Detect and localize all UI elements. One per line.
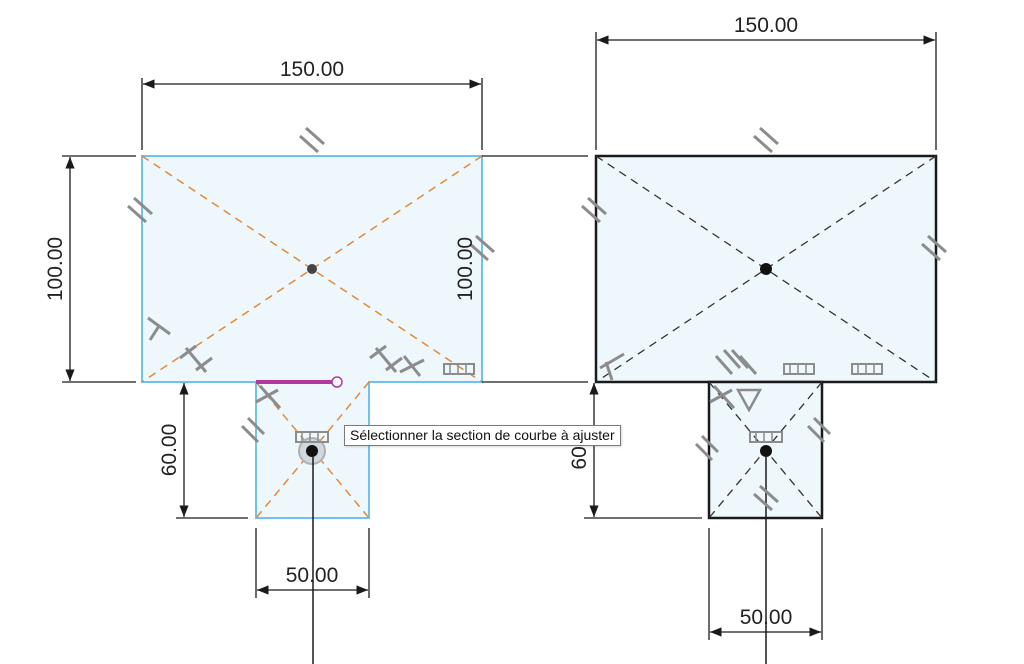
trim-tooltip: Sélectionner la section de courbe à ajus…: [344, 425, 621, 446]
perpendicular-constraint-icon: [599, 352, 625, 381]
dim-top-width-label[interactable]: 150.00: [734, 14, 798, 37]
left-sketch[interactable]: [141, 155, 483, 664]
horizontal-constraint-icon: [851, 363, 883, 375]
perpendicular-constraint-icon: [399, 355, 425, 377]
parallel-constraint-icon: [753, 484, 779, 512]
horizontal-constraint-icon: [443, 363, 475, 375]
left-dimensions[interactable]: [62, 78, 588, 598]
parallel-constraint-icon: [753, 126, 779, 154]
horizontal-constraint-icon: [783, 363, 815, 375]
parallel-constraint-icon: [240, 416, 266, 444]
horizontal-constraint-icon: [749, 431, 783, 443]
right-constraints: [581, 126, 947, 512]
parallel-constraint-icon: [694, 434, 720, 462]
segment-end-point[interactable]: [331, 376, 343, 388]
left-profile[interactable]: [141, 155, 483, 519]
horizontal-constraint-icon: [295, 431, 329, 443]
center-point-icon[interactable]: [306, 445, 318, 457]
coincident-constraint-icon: [179, 344, 213, 373]
parallel-constraint-icon: [921, 234, 947, 262]
parallel-constraint-icon: [714, 349, 758, 375]
dim-bottom-width-label[interactable]: 50.00: [740, 606, 793, 629]
coincident-constraint-icon: [369, 344, 403, 373]
perpendicular-constraint-icon: [147, 316, 171, 341]
dim-left-height-label[interactable]: 60.: [568, 440, 591, 469]
right-dimension-labels[interactable]: 150.00 60. 50.00: [568, 14, 798, 629]
dim-top-width-label[interactable]: 150.00: [280, 58, 344, 81]
center-point-icon[interactable]: [760, 445, 772, 457]
dim-bottom-width-label[interactable]: 50.00: [286, 564, 339, 587]
dim-bottom-height-label[interactable]: 60.00: [158, 424, 181, 477]
right-dimensions[interactable]: [584, 32, 937, 640]
center-point-icon[interactable]: [760, 263, 772, 275]
perpendicular-constraint-icon: [255, 384, 282, 410]
left-construction-diagonal-2: [141, 155, 483, 383]
parallel-constraint-icon: [299, 126, 325, 154]
parallel-constraint-icon: [581, 196, 607, 224]
dim-left-height-label[interactable]: 100.00: [44, 237, 67, 301]
center-point-icon[interactable]: [307, 264, 317, 274]
right-construction-diagonal-1: [595, 155, 937, 383]
right-construction-diagonal-2: [595, 155, 937, 383]
parallel-constraint-icon: [806, 416, 832, 444]
parallel-constraint-icon: [469, 234, 495, 262]
left-construction-diagonal-1: [141, 155, 483, 383]
triangle-constraint-icon: [735, 388, 763, 413]
left-dimension-labels[interactable]: 150.00 100.00 100.00 60.00 50.00: [44, 58, 477, 587]
left-constraints: [127, 126, 495, 444]
parallel-constraint-icon: [127, 196, 153, 224]
right-sketch[interactable]: [594, 154, 938, 664]
dim-inner-height-label[interactable]: 100.00: [454, 237, 477, 301]
perpendicular-constraint-icon: [709, 384, 736, 410]
